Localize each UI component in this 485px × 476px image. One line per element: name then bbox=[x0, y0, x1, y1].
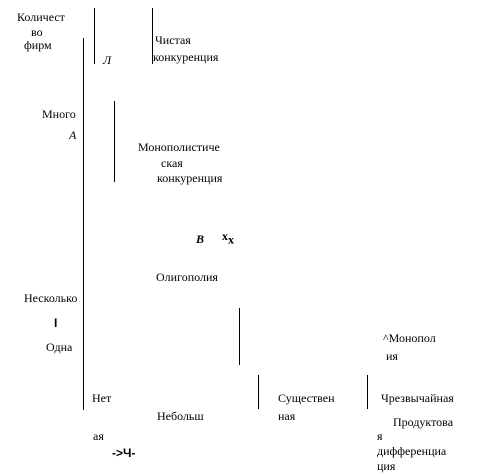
y-axis-title-line-1: Количест bbox=[17, 10, 65, 24]
region-pure-competition-line-2: конкуренция bbox=[153, 50, 219, 64]
region-monopolistic-competition-line-1: Монополистиче bbox=[138, 140, 220, 154]
point-label-a: А bbox=[69, 128, 77, 142]
separator-line bbox=[94, 8, 95, 64]
region-pure-competition-line-1: Чистая bbox=[155, 33, 191, 47]
x-axis-title-line-2: я bbox=[377, 429, 383, 443]
x-level-none: Нет bbox=[92, 391, 112, 405]
x-level-small-line-1: Небольш bbox=[157, 409, 204, 423]
separator-line bbox=[258, 375, 259, 409]
y-level-several: Несколько bbox=[24, 291, 78, 305]
point-label-b: В bbox=[196, 232, 205, 246]
y-level-marker: I bbox=[54, 316, 58, 330]
separator-line bbox=[114, 101, 115, 182]
x-level-significant-line-2: ная bbox=[278, 409, 296, 423]
region-monopolistic-competition-line-2: ская bbox=[161, 156, 183, 170]
separator-line bbox=[239, 308, 240, 365]
y-axis-title-line-3: фирм bbox=[24, 38, 52, 52]
y-level-many: Много bbox=[42, 107, 76, 121]
y-axis-line bbox=[83, 38, 84, 410]
arrow-label: ->Ч- bbox=[112, 446, 136, 460]
point-label-x-sub: x bbox=[228, 232, 234, 247]
region-monopolistic-competition-line-3: конкуренция bbox=[157, 171, 223, 185]
point-label-x: xx bbox=[222, 228, 234, 247]
x-axis-title-line-3: дифференциа bbox=[377, 444, 447, 458]
region-oligopoly: Олигополия bbox=[156, 270, 218, 284]
point-label-x-main: x bbox=[222, 229, 228, 243]
x-axis-title-line-1: Продуктова bbox=[393, 415, 454, 429]
y-axis-title-line-2: во bbox=[31, 25, 43, 39]
x-axis-title-line-4: ция bbox=[377, 459, 396, 473]
separator-line bbox=[152, 8, 153, 64]
y-level-one: Одна bbox=[46, 340, 73, 354]
x-level-extreme: Чрезвычайная bbox=[381, 391, 454, 405]
separator-line bbox=[367, 375, 368, 409]
x-level-small-line-2: ая bbox=[93, 429, 104, 443]
region-monopoly-line-1: ^Монопол bbox=[383, 331, 436, 345]
x-level-significant-line-1: Существен bbox=[278, 391, 335, 405]
point-label-l: Л bbox=[103, 53, 112, 67]
region-monopoly-line-2: ия bbox=[386, 349, 398, 363]
